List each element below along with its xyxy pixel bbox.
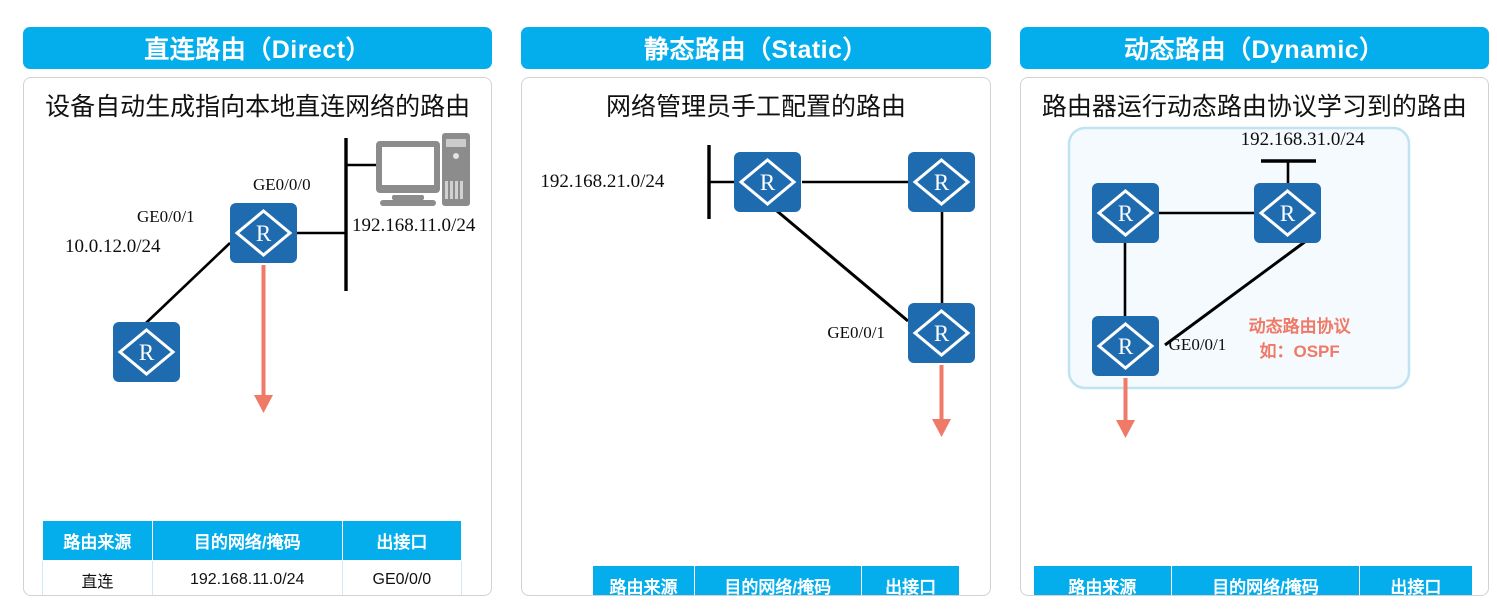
- th-interface: 出接口: [860, 565, 961, 595]
- router-icon: R: [1253, 183, 1321, 243]
- panel-direct-body: 设备自动生成指向本地直连网络的路由: [23, 77, 493, 596]
- panel-direct-subtitle: 设备自动生成指向本地直连网络的路由: [45, 92, 471, 121]
- svg-text:R: R: [1279, 201, 1295, 226]
- routing-table-static: 路由来源 目的网络/掩码 出接口 静态 192.168.21.0/24 GE0/…: [592, 565, 961, 595]
- svg-text:R: R: [1117, 201, 1133, 226]
- router-icon: R: [230, 203, 297, 263]
- panel-direct: 直连路由（Direct） 设备自动生成指向本地直连网络的路由: [15, 0, 500, 610]
- router-icon: R: [908, 152, 976, 212]
- label-net-10-0-12: 10.0.12.0/24: [65, 236, 161, 257]
- panel-dynamic-diagram: R R R: [1021, 123, 1488, 438]
- svg-text:R: R: [256, 221, 272, 246]
- panel-static-diagram: R R R: [522, 123, 989, 437]
- protocol-note: 动态路由协议 如：OSPF: [1249, 315, 1351, 364]
- svg-text:R: R: [934, 170, 950, 195]
- panel-static: 静态路由（Static） 网络管理员手工配置的路由: [513, 0, 998, 610]
- link-r1-r3: [776, 209, 910, 323]
- link-r2-r3: [1163, 239, 1307, 347]
- panel-static-body: 网络管理员手工配置的路由 R: [521, 77, 991, 596]
- label-net-192-168-21: 192.168.21.0/24: [540, 171, 665, 192]
- panel-direct-diagram: R R GE0/0/0 GE0/0/1 10.0: [24, 123, 491, 423]
- panel-direct-title: 直连路由（Direct）: [23, 27, 493, 69]
- label-ge0-0-1: GE0/0/1: [827, 323, 885, 342]
- svg-text:R: R: [139, 340, 155, 365]
- router-icon: R: [908, 303, 976, 363]
- label-ge0-0-1: GE0/0/1: [1168, 335, 1227, 354]
- router-icon: R: [113, 322, 180, 382]
- th-source: 路由来源: [592, 565, 695, 595]
- cell-network: 192.168.11.0/24: [151, 560, 343, 595]
- label-ge0-0-0: GE0/0/0: [253, 175, 311, 194]
- th-interface: 出接口: [341, 520, 463, 561]
- routing-table-direct: 路由来源 目的网络/掩码 出接口 直连 192.168.11.0/24 GE0/…: [42, 520, 463, 595]
- down-arrow-icon: [254, 265, 273, 413]
- router-icon: R: [1091, 183, 1159, 243]
- router-icon: R: [1091, 316, 1159, 376]
- label-net-192-168-11: 192.168.11.0/24: [352, 215, 476, 236]
- label-net-192-168-31: 192.168.31.0/24: [1240, 129, 1365, 150]
- table-header-row: 路由来源 目的网络/掩码 出接口: [592, 565, 961, 595]
- svg-text:R: R: [1117, 334, 1133, 359]
- link-r1-r2: [145, 242, 231, 324]
- th-network: 目的网络/掩码: [693, 565, 862, 595]
- label-ge0-0-1: GE0/0/1: [137, 207, 195, 226]
- table-row: 直连 192.168.11.0/24 GE0/0/0: [42, 560, 463, 595]
- th-network: 目的网络/掩码: [1171, 565, 1361, 595]
- cell-interface: GE0/0/0: [341, 560, 463, 595]
- th-source: 路由来源: [1032, 565, 1173, 595]
- panel-dynamic-body: 路由器运行动态路由协议学习到的路由: [1019, 77, 1489, 596]
- svg-text:R: R: [934, 321, 950, 346]
- down-arrow-icon: [1115, 378, 1135, 438]
- panel-dynamic: 动态路由（Dynamic） 路由器运行动态路由协议学习到的路由: [1012, 0, 1497, 610]
- panel-dynamic-title: 动态路由（Dynamic）: [1019, 27, 1489, 69]
- panel-static-title: 静态路由（Static）: [521, 27, 991, 69]
- th-interface: 出接口: [1359, 565, 1473, 595]
- down-arrow-icon: [932, 365, 952, 437]
- panel-static-subtitle: 网络管理员手工配置的路由: [605, 92, 906, 121]
- cell-source: 直连: [42, 560, 153, 595]
- table-header-row: 路由来源 目的网络/掩码 出接口: [1032, 565, 1473, 595]
- pc-icon: [376, 133, 470, 206]
- protocol-note-line1: 动态路由协议: [1248, 317, 1351, 336]
- router-icon: R: [734, 152, 802, 212]
- table-header-row: 路由来源 目的网络/掩码 出接口: [42, 520, 463, 561]
- svg-text:R: R: [760, 170, 776, 195]
- protocol-note-line2: 如：OSPF: [1259, 341, 1340, 361]
- th-source: 路由来源: [42, 520, 153, 561]
- panel-dynamic-subtitle: 路由器运行动态路由协议学习到的路由: [1041, 92, 1467, 121]
- routing-table-dynamic: 路由来源 目的网络/掩码 出接口 OSPF 192.168.31.0/24 GE…: [1032, 565, 1473, 595]
- th-network: 目的网络/掩码: [151, 520, 343, 561]
